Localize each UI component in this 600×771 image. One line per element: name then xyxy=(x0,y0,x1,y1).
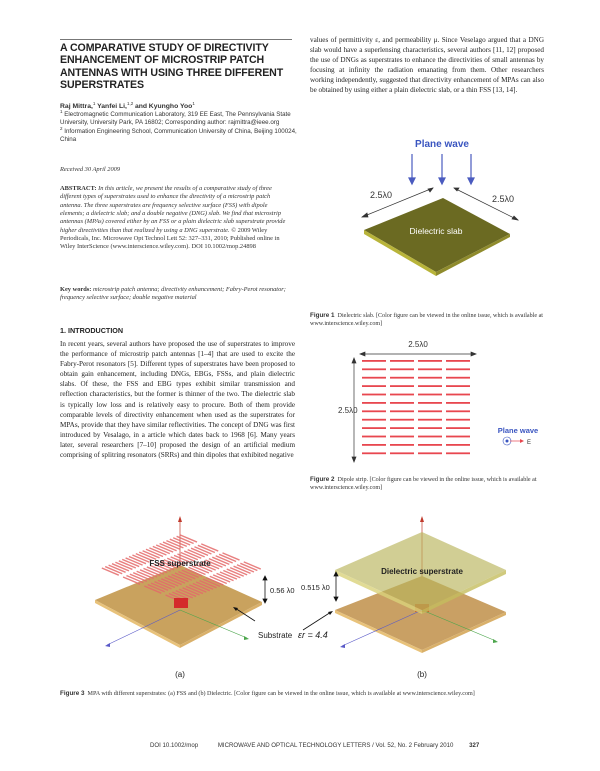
page-number: 327 xyxy=(469,742,480,749)
caption-label: Figure 3 xyxy=(60,690,85,697)
affil-text: Electromagnetic Communication Laboratory… xyxy=(60,111,291,127)
section-heading: 1. INTRODUCTION xyxy=(60,326,124,335)
subfig-b-label: (b) xyxy=(417,670,427,679)
dim-left-label: 2.5λ0 xyxy=(370,190,392,200)
affil-mark: 1 xyxy=(92,100,96,106)
footer-journal: MICROWAVE AND OPTICAL TECHNOLOGY LETTERS… xyxy=(217,742,454,749)
dipole-array xyxy=(362,360,470,455)
author-name: Yanfei Li, xyxy=(97,103,127,110)
abstract: ABSTRACT: In this article, we present th… xyxy=(60,185,292,252)
affiliation-2: 2 Information Engineering School, Commun… xyxy=(60,125,300,144)
dim-right-label: 2.5λ0 xyxy=(492,194,514,204)
abstract-label: ABSTRACT: xyxy=(60,185,97,192)
keywords-label: Key words: xyxy=(60,286,92,293)
page-footer: DOI 10.1002/mop MICROWAVE AND OPTICAL TE… xyxy=(150,742,479,749)
author-name: Raj Mittra, xyxy=(60,103,93,110)
affil-text: Information Engineering School, Communic… xyxy=(60,127,297,143)
gap-arrow-icon xyxy=(262,575,268,604)
dim-top-label: 2.5λ0 xyxy=(408,340,428,349)
slab-shape xyxy=(364,198,510,276)
figure-3-mpa-superstrates: FSS superstrate 0.56 λ0 Substrate (a) Di… xyxy=(95,516,506,679)
affil-mark: 1 xyxy=(192,100,195,106)
figure-1-dielectric-slab: Plane wave 2.5λ0 2.5λ0 Dielectric slab xyxy=(361,139,520,276)
keywords-text: microstrip patch antenna; directivity en… xyxy=(60,286,286,302)
footer-doi: DOI 10.1002/mop xyxy=(150,742,199,749)
caption-label: Figure 2 xyxy=(310,476,335,483)
wave-direction-icon xyxy=(502,436,524,446)
gap-arrow-icon xyxy=(333,571,339,602)
caption-text: MPA with different superstrates: (a) FSS… xyxy=(87,691,475,697)
dimension-arrows-icon xyxy=(361,187,520,221)
author-name: Kyungho Yoo xyxy=(148,103,193,110)
title-rule xyxy=(60,39,292,40)
paper-title: A COMPARATIVE STUDY OF DIRECTIVITY ENHAN… xyxy=(60,42,284,91)
patch xyxy=(174,598,188,608)
pointer-arrow xyxy=(234,607,256,622)
figure-1-caption: Figure 1 Dielectric slab. [Color figure … xyxy=(310,312,544,329)
subfig-a-label: (a) xyxy=(175,670,185,679)
fss-label: FSS superstrate xyxy=(149,559,211,568)
dielectric-label: Dielectric superstrate xyxy=(381,567,463,576)
plane-wave-label: Plane wave xyxy=(415,139,469,150)
substrate-label: Substrate xyxy=(258,631,293,640)
caption-text: Dipole strip. [Color figure can be viewe… xyxy=(310,477,537,492)
figure-3a-fss: FSS superstrate 0.56 λ0 Substrate (a) xyxy=(95,516,295,679)
pointer-arrow xyxy=(302,611,332,631)
author-line: Raj Mittra,1 Yanfei Li,1,2 and Kyungho Y… xyxy=(60,100,300,111)
figure-3-caption: Figure 3 MPA with different superstrates… xyxy=(60,690,544,698)
gap-label: 0.56 λ0 xyxy=(270,586,295,595)
affil-num: 1 xyxy=(60,109,63,115)
incident-arrows-icon xyxy=(408,154,475,186)
abstract-text: In this article, we present the results … xyxy=(60,185,286,234)
affil-num: 2 xyxy=(60,125,63,131)
abstract-citation: © 2009 Wiley Periodicals, Inc. Microwave… xyxy=(60,226,280,251)
author-block: Raj Mittra,1 Yanfei Li,1,2 and Kyungho Y… xyxy=(60,100,300,144)
dimension-arrows-icon xyxy=(351,351,477,463)
e-field-label: E xyxy=(527,440,531,446)
author-and: and xyxy=(134,103,148,110)
affil-mark: 1,2 xyxy=(126,100,134,106)
slab-label: Dielectric slab xyxy=(410,226,463,236)
affiliation-1: 1 Electromagnetic Communication Laborato… xyxy=(60,109,300,127)
figure-2-dipole-strip: 2.5λ0 2.5λ0 Plane wave E xyxy=(338,340,538,463)
eps-label: εr = 4.4 xyxy=(298,630,328,640)
plane-wave-label: Plane wave xyxy=(498,426,538,435)
body-text-left: In recent years, several authors have pr… xyxy=(60,340,295,460)
keywords: Key words: microstrip patch antenna; dir… xyxy=(60,286,292,303)
figure-3b-dielectric: Dielectric superstrate 0.515 λ0 εr = 4.4… xyxy=(298,516,506,679)
dim-left-label: 2.5λ0 xyxy=(338,406,358,415)
body-text-right: values of permittivity ε, and permeabili… xyxy=(310,36,544,95)
caption-label: Figure 1 xyxy=(310,312,335,319)
figure-2-caption: Figure 2 Dipole strip. [Color figure can… xyxy=(310,476,544,493)
gap-label: 0.515 λ0 xyxy=(301,583,330,592)
caption-text: Dielectric slab. [Color figure can be vi… xyxy=(310,313,543,328)
received-date: Received 30 April 2009 xyxy=(60,166,121,173)
fss-grid xyxy=(101,534,262,603)
